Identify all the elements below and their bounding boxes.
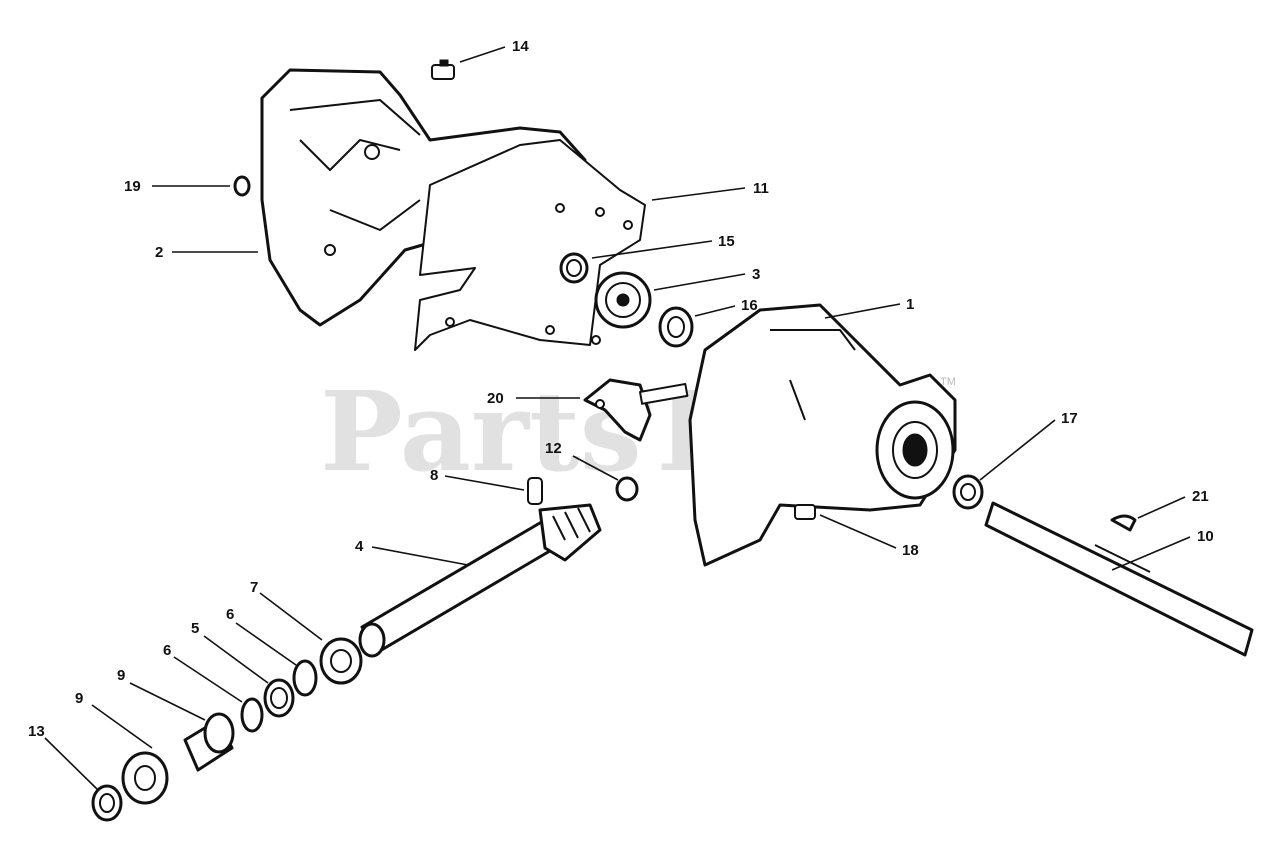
part-14-breather-fitting[interactable] xyxy=(431,59,455,80)
part-7-bushing[interactable] xyxy=(319,637,363,685)
leader-16 xyxy=(694,305,736,317)
callout-13: 13 xyxy=(28,723,45,740)
callout-17: 17 xyxy=(1061,410,1078,427)
leader-12 xyxy=(572,455,619,481)
leader-8 xyxy=(444,475,525,491)
callout-18: 18 xyxy=(902,542,919,559)
leader-9-lower xyxy=(91,704,153,749)
callout-8: 8 xyxy=(430,467,438,484)
leader-7 xyxy=(259,592,323,641)
part-12-bushing[interactable] xyxy=(615,476,639,502)
leader-11 xyxy=(651,187,746,201)
callout-21: 21 xyxy=(1192,488,1209,505)
part-11-gasket[interactable] xyxy=(414,139,646,351)
callout-5: 5 xyxy=(191,620,199,637)
callout-3: 3 xyxy=(752,266,760,283)
watermark-trademark: TM xyxy=(940,376,956,388)
leader-10 xyxy=(1111,536,1191,571)
callout-2: 2 xyxy=(155,244,163,261)
part-6-washer-lower[interactable] xyxy=(240,697,264,733)
leader-9-upper xyxy=(129,682,206,721)
callout-11: 11 xyxy=(753,180,769,197)
callout-9-lower: 9 xyxy=(75,690,83,707)
leader-6-upper xyxy=(235,622,297,666)
part-18-plug[interactable] xyxy=(794,504,816,520)
leader-17 xyxy=(979,419,1056,481)
part-3-gear[interactable] xyxy=(594,271,652,329)
callout-1: 1 xyxy=(906,296,914,313)
callout-14: 14 xyxy=(512,38,529,55)
leader-18 xyxy=(819,514,897,549)
callout-20: 20 xyxy=(487,390,504,407)
part-17-seal[interactable] xyxy=(952,474,984,510)
callout-12: 12 xyxy=(545,440,562,457)
part-1-housing-right[interactable] xyxy=(688,303,957,567)
leader-5 xyxy=(203,635,269,684)
leader-6-lower xyxy=(173,656,243,703)
part-21-woodruff-key[interactable] xyxy=(1110,514,1137,532)
part-16-washer[interactable] xyxy=(658,306,694,348)
part-9-flanged-bushing-lower[interactable] xyxy=(121,751,169,805)
leader-14 xyxy=(459,46,506,63)
leader-1 xyxy=(824,303,901,319)
part-13-seal[interactable] xyxy=(91,784,123,822)
callout-7: 7 xyxy=(250,579,258,596)
part-19-seal[interactable] xyxy=(233,175,251,197)
part-15-snap-ring[interactable] xyxy=(559,252,589,284)
part-4-worm-shaft[interactable] xyxy=(358,503,602,658)
callout-6-upper: 6 xyxy=(226,606,234,623)
leader-21 xyxy=(1137,496,1186,519)
part-6-washer-upper[interactable] xyxy=(292,659,318,697)
callout-15: 15 xyxy=(718,233,735,250)
part-10-output-shaft[interactable] xyxy=(984,501,1254,657)
callout-10: 10 xyxy=(1197,528,1214,545)
callout-9-upper: 9 xyxy=(117,667,125,684)
callout-labels: 14 19 2 11 15 3 16 1 20 12 8 17 21 10 18… xyxy=(28,38,1214,740)
callout-4: 4 xyxy=(355,538,364,555)
callout-6-lower: 6 xyxy=(163,642,171,659)
leader-4 xyxy=(371,546,469,566)
part-5-bearing[interactable] xyxy=(263,678,295,718)
callout-16: 16 xyxy=(741,297,758,314)
part-8-key[interactable] xyxy=(527,477,543,505)
leader-15 xyxy=(591,240,713,259)
leader-13 xyxy=(44,737,99,791)
leader-lines xyxy=(44,46,1191,791)
callout-19: 19 xyxy=(124,178,141,195)
part-20-shift-lever[interactable] xyxy=(583,378,689,442)
leader-3 xyxy=(653,273,746,291)
part-9-flanged-bushing-upper[interactable] xyxy=(183,712,235,772)
